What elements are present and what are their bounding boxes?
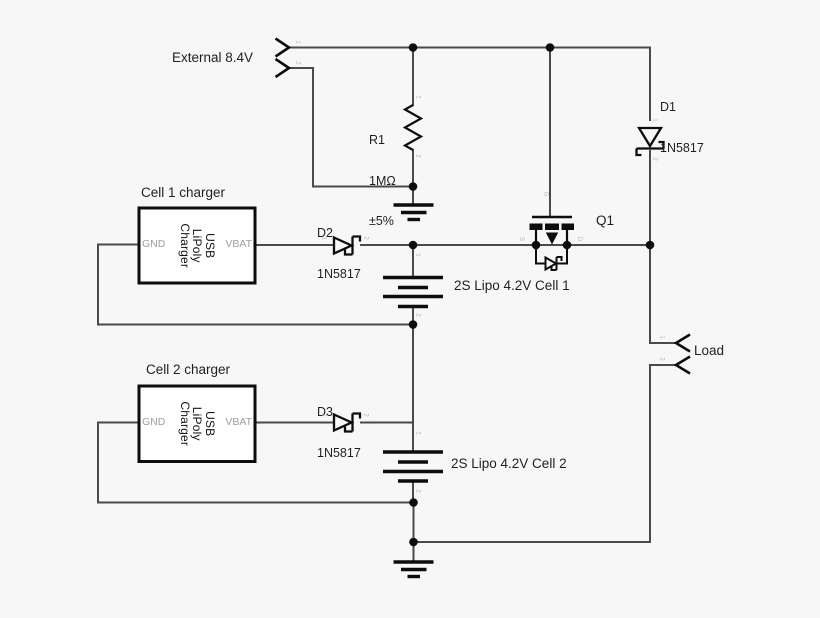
q1-channel-bar-right: [561, 223, 574, 230]
load-pin2-number: 2: [658, 357, 665, 361]
load-pin1-number: 1: [658, 335, 665, 339]
external-pin1-chevron-icon: [274, 37, 292, 58]
d2-pin2-number: 2: [362, 236, 369, 240]
q1-label: Q1: [596, 213, 615, 228]
d3-pin1-number: 1: [320, 413, 327, 417]
battery2-symbol: [383, 450, 443, 483]
d2-diode-symbol: [332, 235, 362, 256]
wire-ext-pin2: [288, 67, 414, 188]
r1-pin2-number: 2: [414, 154, 421, 158]
junction-dots: [408, 43, 655, 547]
charger1-vbat-pin-label: VBAT: [225, 238, 252, 250]
external-pin2-chevron-icon: [274, 57, 292, 79]
external-connector-symbol: [274, 37, 292, 79]
wire-load-return: [412, 364, 651, 543]
q1-body-diode: [535, 245, 568, 272]
ground2-symbol: [393, 560, 434, 579]
battery1-symbol: [383, 275, 443, 309]
junction-r1-bottom: [408, 182, 418, 191]
q1-source-pin-label: S: [518, 236, 525, 242]
q1-gate-pin-label: G: [542, 191, 549, 197]
q1-substrate-arrow: [545, 232, 559, 245]
d2-ref: D2: [317, 226, 333, 240]
q1-channel-bar-mid: [545, 223, 559, 230]
junction-q1-source: [531, 240, 541, 250]
r1-label: R1 1MΩ ±5%: [369, 107, 396, 256]
r1-value: 1MΩ: [369, 173, 396, 188]
d1-pin1-number: 1: [651, 118, 658, 122]
junction-cell1-bottom: [408, 320, 418, 329]
load-pin2-chevron-icon: [673, 355, 691, 375]
d3-pin2-number: 2: [362, 413, 369, 417]
d1-schottky-hook-right: [658, 140, 665, 149]
wire-charger2-gnd-return: [97, 421, 415, 504]
junction-q1-drain: [562, 240, 572, 250]
d2-schottky-hook-top: [352, 235, 362, 242]
junction-top-r1: [408, 43, 418, 52]
battery2-label: 2S Lipo 4.2V Cell 2: [451, 456, 567, 471]
external-supply-label: External 8.4V: [172, 50, 254, 65]
d1-ref: D1: [660, 100, 676, 114]
d3-anode-triangle: [332, 412, 355, 433]
r1-ref: R1: [369, 133, 385, 147]
d2-schottky-hook-bottom: [343, 249, 353, 256]
d2-value: 1N5817: [317, 266, 361, 281]
d1-pin2-number: 2: [651, 157, 658, 161]
d3-schottky-hook-top: [352, 412, 362, 419]
charger2-body-line3: Charger: [178, 401, 193, 447]
d1-schottky-hook-left: [635, 148, 642, 157]
d2-label: D2 1N5817: [317, 200, 361, 308]
r1-resistor-symbol: [402, 104, 424, 151]
r1-pin1-number: 1: [414, 95, 421, 99]
junction-top-gate: [545, 43, 555, 52]
charger1-body-line3: Charger: [178, 223, 193, 269]
charger2-box: [137, 384, 257, 463]
junction-ground-node: [409, 537, 418, 547]
charger1-body-line2: LiPoly: [190, 229, 205, 263]
q1-drain-pin-label: D: [576, 236, 583, 242]
junction-q1-output: [645, 240, 655, 250]
load-connector-symbol: [673, 333, 691, 375]
battery1-pin1-number: 1: [414, 253, 421, 257]
d1-value: 1N5817: [660, 140, 704, 155]
d2-anode-triangle: [332, 235, 355, 256]
junction-cell2-bottom: [409, 498, 418, 507]
charger2-title: Cell 2 charger: [146, 362, 231, 377]
q1-channel-bar-left: [529, 223, 543, 230]
charger2-vbat-pin-label: VBAT: [225, 415, 252, 428]
wire-net: [97, 46, 676, 562]
r1-tolerance: ±5%: [369, 214, 394, 228]
battery2-pin1-number: 1: [414, 431, 421, 435]
charger1-title: Cell 1 charger: [141, 185, 226, 200]
charger1-box: [137, 206, 257, 285]
charger1-gnd-pin-label: GND: [142, 238, 166, 250]
battery2-pin2-number: 2: [414, 489, 421, 493]
external-pin1-number: 1: [294, 40, 301, 44]
external-pin2-number: 2: [294, 61, 301, 65]
d1-anode-triangle: [636, 126, 664, 149]
ground1-symbol: [393, 203, 434, 222]
battery1-label: 2S Lipo 4.2V Cell 1: [454, 278, 570, 293]
d1-label: D1 1N5817: [660, 74, 704, 182]
d3-schottky-hook-bottom: [343, 426, 353, 433]
d3-value: 1N5817: [317, 445, 361, 460]
d3-ref: D3: [317, 405, 333, 419]
load-label: Load: [694, 343, 725, 358]
d3-label: D3 1N5817: [317, 379, 361, 487]
battery1-pin2-number: 2: [414, 313, 421, 317]
wire-charger1-gnd-return: [97, 243, 414, 326]
charger2-body-line2: LiPoly: [190, 407, 205, 441]
junction-cell1-top: [408, 240, 418, 250]
d3-diode-symbol: [332, 412, 362, 433]
d1-diode-symbol: [635, 126, 665, 157]
d2-pin1-number: 1: [320, 236, 327, 240]
q1-mosfet-symbol: [529, 215, 574, 272]
load-pin1-chevron-icon: [673, 333, 691, 353]
charger2-gnd-pin-label: GND: [142, 415, 166, 428]
